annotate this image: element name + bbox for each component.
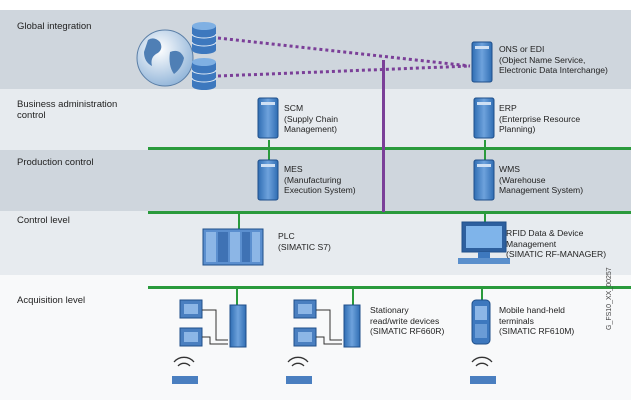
drop-mobile xyxy=(481,288,483,300)
label-scm-line3: Management) xyxy=(284,124,338,135)
label-scm-line2: (Supply Chain xyxy=(284,113,338,124)
label-stationary: Stationary read/write devices (SIMATIC R… xyxy=(370,305,444,337)
globe-icon xyxy=(136,29,194,87)
label-mes-line3: Execution System) xyxy=(284,185,356,196)
band-business-administration xyxy=(0,89,631,150)
band-control-level xyxy=(0,211,631,275)
label-mes: MES (Manufacturing Execution System) xyxy=(284,164,356,196)
level-label-business-line1: Business administration control xyxy=(17,99,118,121)
database-icon-top xyxy=(191,22,217,54)
label-mobile: Mobile hand-held terminals (SIMATIC RF61… xyxy=(499,305,574,337)
bus-line-acquisition xyxy=(148,286,631,289)
wireless-icon-3 xyxy=(471,356,493,367)
reader-unit-icon-1 xyxy=(229,304,247,348)
wireless-icon-1 xyxy=(173,356,195,367)
label-ons-line2: (Object Name Service, xyxy=(499,54,586,65)
drop-wms xyxy=(484,140,486,160)
label-stationary-line3: (SIMATIC RF660R) xyxy=(370,326,445,337)
dotted-link-db-top xyxy=(217,36,471,68)
label-wms: WMS (Warehouse Management System) xyxy=(499,164,583,196)
label-rfid: RFID Data & Device Management (SIMATIC R… xyxy=(506,228,606,260)
label-mobile-line2: terminals xyxy=(499,315,534,326)
bus-line-business xyxy=(148,147,631,150)
drop-rfid xyxy=(484,213,486,227)
label-ons-title: ONS or EDI xyxy=(499,44,545,54)
label-wms-line2: (Warehouse xyxy=(499,174,546,185)
plc-icon xyxy=(202,228,264,266)
label-scm-title: SCM xyxy=(284,103,304,113)
drop-stationary-1 xyxy=(236,288,238,305)
dotted-link-db-bottom xyxy=(217,64,471,78)
level-label-business: Business administration control xyxy=(17,99,117,121)
label-mobile-title: Mobile hand-held xyxy=(499,305,565,315)
label-mes-line2: (Manufacturing xyxy=(284,174,342,185)
database-icon-bottom xyxy=(191,58,217,90)
rfid-tag-icon-1 xyxy=(172,376,198,384)
drop-stationary-2 xyxy=(352,288,354,305)
label-erp-line2: (Enterprise Resource xyxy=(499,113,581,124)
label-ons: ONS or EDI (Object Name Service, Electro… xyxy=(499,44,608,76)
server-icon-mes xyxy=(257,159,279,201)
label-wms-title: WMS xyxy=(499,164,521,174)
label-rfid-line2: Management xyxy=(506,238,557,249)
level-label-acquisition: Acquisition level xyxy=(17,295,86,306)
label-scm: SCM (Supply Chain Management) xyxy=(284,103,338,135)
rfid-tag-icon-3 xyxy=(470,376,496,384)
wireless-icon-2 xyxy=(287,356,309,367)
level-label-global: Global integration xyxy=(17,21,92,32)
band-production-control xyxy=(0,150,631,211)
reader-antenna-icon-2a xyxy=(293,299,317,319)
server-icon-ons xyxy=(471,41,493,83)
drop-plc xyxy=(238,213,240,229)
reader-unit-icon-2 xyxy=(343,304,361,348)
label-ons-line3: Electronic Data Interchange) xyxy=(499,65,608,76)
label-erp-line3: Planning) xyxy=(499,124,536,135)
bus-line-production xyxy=(148,211,631,214)
label-plc: PLC (SIMATIC S7) xyxy=(278,231,331,252)
label-plc-line2: (SIMATIC S7) xyxy=(278,241,331,252)
handheld-terminal-icon xyxy=(471,299,491,345)
drop-mes xyxy=(268,140,270,160)
server-icon-wms xyxy=(473,159,495,201)
label-mes-title: MES xyxy=(284,164,303,174)
reader-antenna-icon-2b xyxy=(293,327,317,347)
figure-id-caption: G_FS10_XX_00257 xyxy=(606,267,613,330)
label-stationary-title: Stationary xyxy=(370,305,409,315)
label-mobile-line3: (SIMATIC RF610M) xyxy=(499,326,575,337)
level-label-control: Control level xyxy=(17,215,70,226)
label-rfid-title: RFID Data & Device xyxy=(506,228,584,238)
reader-antenna-icon-1a xyxy=(179,299,203,319)
label-stationary-line2: read/write devices xyxy=(370,315,440,326)
label-erp-title: ERP xyxy=(499,103,517,113)
server-icon-scm xyxy=(257,97,279,139)
label-rfid-line3: (SIMATIC RF-MANAGER) xyxy=(506,249,607,260)
label-wms-line3: Management System) xyxy=(499,185,584,196)
label-erp: ERP (Enterprise Resource Planning) xyxy=(499,103,580,135)
monitor-icon xyxy=(458,221,510,264)
label-plc-title: PLC xyxy=(278,231,295,241)
purple-link-vertical xyxy=(382,60,385,212)
rfid-tag-icon-2 xyxy=(286,376,312,384)
level-label-production: Production control xyxy=(17,157,94,168)
server-icon-erp xyxy=(473,97,495,139)
reader-antenna-icon-1b xyxy=(179,327,203,347)
